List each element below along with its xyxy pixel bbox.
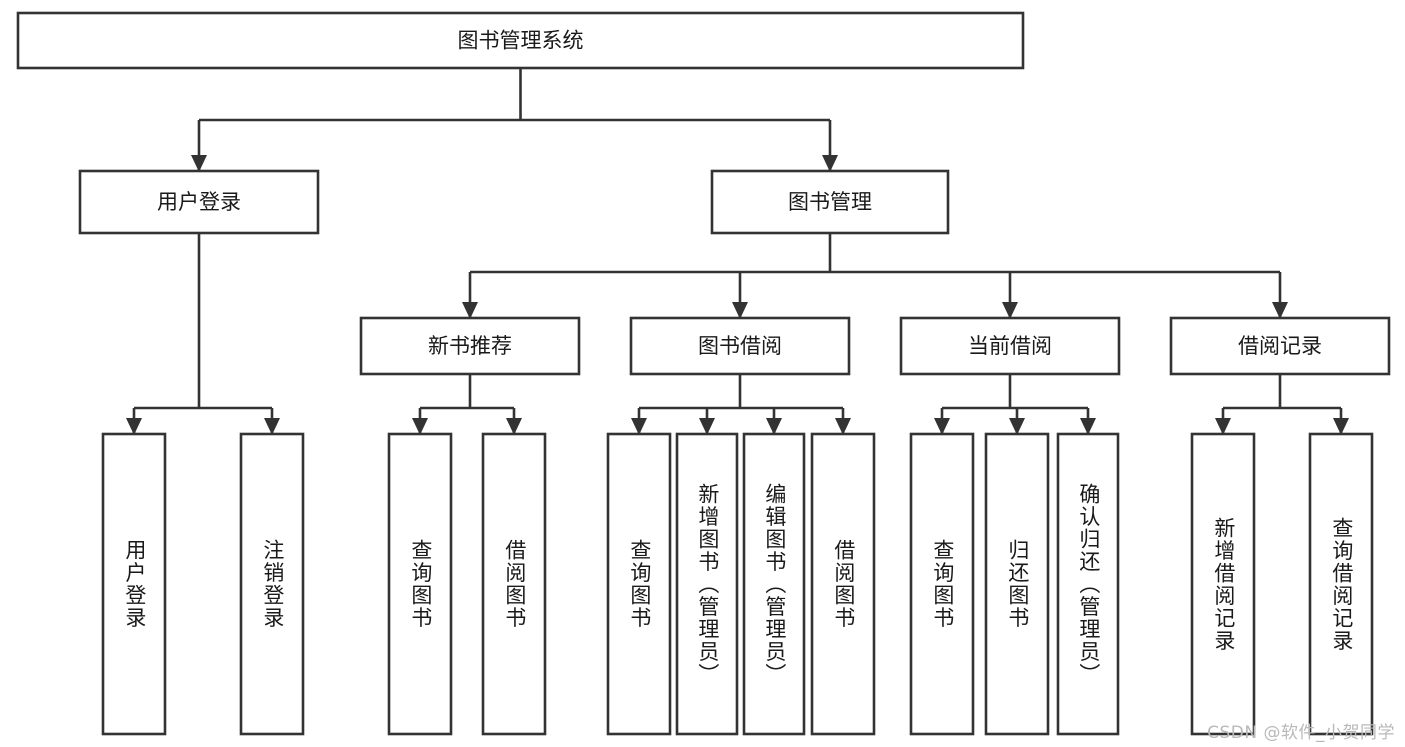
node-leaf-add-record[interactable] — [1190, 432, 1256, 736]
node-borrow-record[interactable] — [1169, 316, 1391, 376]
arrow-head-icon-borrow-record — [1272, 302, 1288, 319]
node-book-manage-label: 图书管理 — [788, 190, 872, 214]
node-leaf-edit-book[interactable] — [742, 432, 806, 736]
arrow-head-icon-book-borrow — [732, 302, 748, 319]
node-leaf-confirm-return[interactable] — [1056, 432, 1120, 736]
node-book-borrow[interactable] — [629, 316, 851, 376]
arrow-head-icon-leaf-user-login — [126, 418, 142, 435]
arrow-head-icon-leaf-query-book-1 — [412, 418, 428, 435]
node-book-borrow-label: 图书借阅 — [698, 334, 782, 358]
node-current-borrow[interactable] — [899, 316, 1121, 376]
node-leaf-borrow-book-1[interactable] — [481, 432, 547, 736]
node-leaf-query-book-1[interactable] — [387, 432, 453, 736]
arrow-head-icon-leaf-add-record — [1215, 418, 1231, 435]
arrow-head-icon-leaf-user-logout — [264, 418, 280, 435]
node-current-borrow-label: 当前借阅 — [968, 334, 1052, 358]
node-root-label: 图书管理系统 — [458, 29, 584, 53]
node-leaf-query-record[interactable] — [1308, 432, 1374, 736]
arrow-head-icon-user-login — [191, 155, 207, 172]
node-user-login-label: 用户登录 — [157, 190, 241, 214]
arrow-head-icon-leaf-borrow-book-2 — [835, 418, 851, 435]
arrow-head-icon-new-book-rec — [462, 302, 478, 319]
node-new-book-rec-label: 新书推荐 — [428, 334, 512, 358]
node-root[interactable] — [16, 11, 1025, 70]
arrow-head-icon-leaf-add-book — [699, 418, 715, 435]
node-leaf-query-book-2[interactable] — [606, 432, 672, 736]
arrow-head-icon-leaf-borrow-book-1 — [506, 418, 522, 435]
node-new-book-rec[interactable] — [359, 316, 581, 376]
node-leaf-return-book[interactable] — [984, 432, 1050, 736]
arrow-head-icon-leaf-query-book-2 — [631, 418, 647, 435]
arrow-head-icon-leaf-query-record — [1333, 418, 1349, 435]
arrow-head-icon-leaf-confirm-return — [1080, 418, 1096, 435]
node-leaf-borrow-book-2[interactable] — [810, 432, 876, 736]
arrow-head-icon-current-borrow — [1002, 302, 1018, 319]
arrow-head-icon-leaf-edit-book — [766, 418, 782, 435]
arrow-head-icon-book-manage — [822, 155, 838, 172]
node-leaf-query-book-3[interactable] — [909, 432, 975, 736]
node-leaf-user-logout[interactable] — [239, 432, 305, 736]
watermark-text: CSDN @软件_小贺同学 — [1207, 723, 1395, 743]
arrow-head-icon-leaf-query-book-3 — [934, 418, 950, 435]
arrow-head-icon-leaf-return-book — [1009, 418, 1025, 435]
node-borrow-record-label: 借阅记录 — [1238, 334, 1322, 358]
node-leaf-add-book[interactable] — [675, 432, 739, 736]
node-user-login[interactable] — [78, 169, 320, 235]
node-book-manage[interactable] — [710, 169, 950, 235]
node-leaf-user-login[interactable] — [101, 432, 167, 736]
connector-links-layer — [126, 68, 1349, 435]
